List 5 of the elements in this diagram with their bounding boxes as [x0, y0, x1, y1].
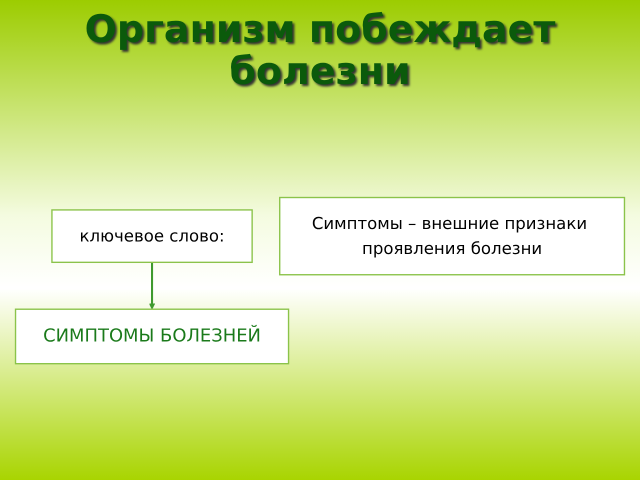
node-box: ключевое слово: [51, 210, 253, 264]
node-box: СИМПТОМЫ БОЛЕЗНЕЙ [14, 308, 290, 365]
arrow [149, 262, 156, 310]
title: Организм побеждает болезни [84, 8, 556, 92]
node-box: Симптомы – внешние признаки проявления болезни [279, 197, 626, 276]
